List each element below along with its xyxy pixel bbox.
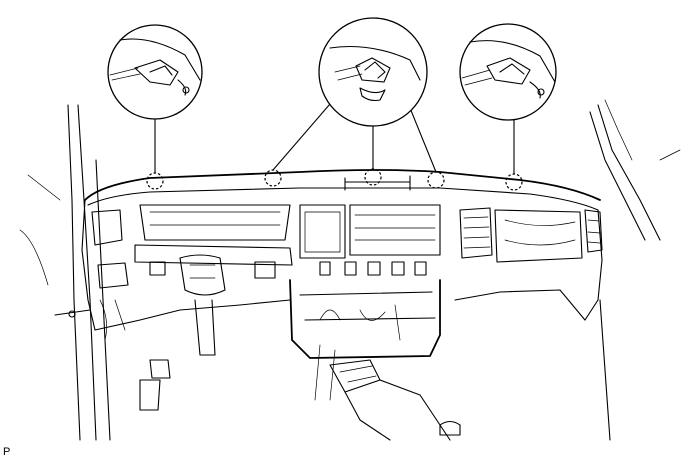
clip-marker-center-right [427,171,445,189]
callout-center [318,17,428,127]
clip-marker-right [505,173,523,191]
steering-column [139,299,216,411]
clip-marker-left [146,172,164,190]
leader-lines [154,103,515,175]
left-side-components [54,209,276,341]
dashboard-upper-pad [84,169,601,211]
callout-right [459,23,557,121]
right-a-pillar [589,99,681,441]
meter-cluster-opening [134,204,293,296]
center-stack [299,204,441,341]
callout-left [107,24,203,120]
floor-console [314,344,461,441]
dashboard-body [81,199,603,359]
right-vent-area [459,207,603,263]
clip-marker-center [364,168,382,186]
figure-code: P [3,446,11,458]
left-a-pillar [19,104,111,441]
clip-markers [146,168,523,191]
